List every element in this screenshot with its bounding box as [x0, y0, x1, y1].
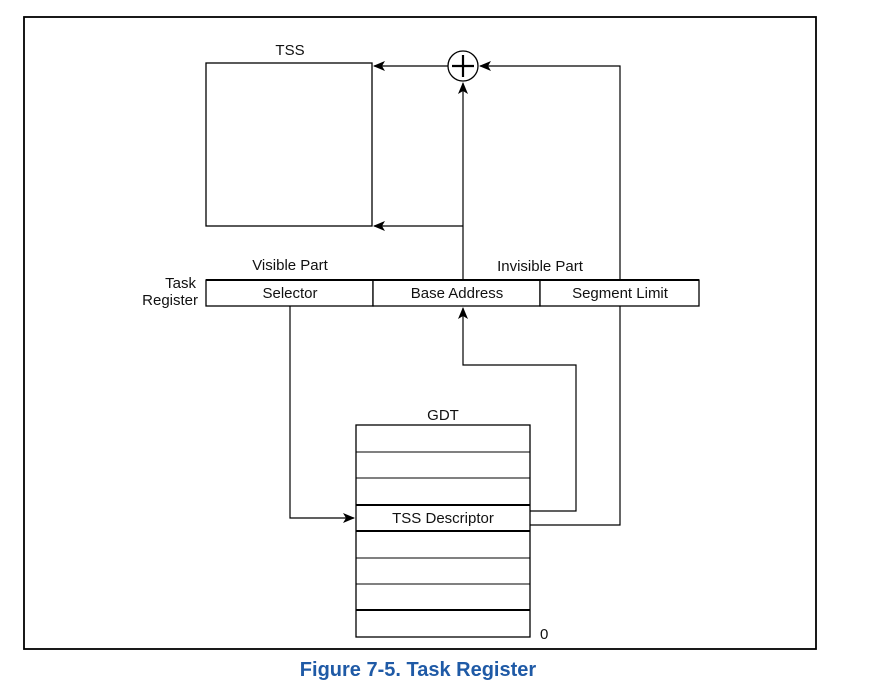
gdt-zero-label: 0	[540, 626, 548, 643]
descriptor-to-segment-limit-line	[530, 306, 621, 526]
descriptor-to-base-address-arrow	[458, 307, 577, 512]
task-label: Task	[165, 275, 196, 292]
gdt-table: TSS Descriptor	[355, 424, 531, 638]
gdt-label: GDT	[427, 407, 459, 424]
figure-frame	[23, 16, 817, 650]
base-address-label: Base Address	[411, 285, 504, 302]
selector-label: Selector	[262, 285, 317, 302]
invisible-part-label: Invisible Part	[497, 258, 584, 275]
tss-label: TSS	[275, 42, 304, 59]
segment-limit-label: Segment Limit	[572, 285, 669, 302]
register-label: Register	[142, 292, 198, 309]
tss-block	[205, 62, 373, 227]
adder-symbol	[447, 50, 479, 82]
figure-caption: Figure 7-5. Task Register	[300, 659, 537, 681]
visible-part-label: Visible Part	[252, 257, 328, 274]
segment-limit-to-adder-arrow	[479, 61, 621, 280]
selector-to-gdt-arrow	[289, 306, 355, 523]
task-register: Selector Base Address Segment Limit	[205, 279, 700, 307]
tss-descriptor-label: TSS Descriptor	[392, 510, 494, 527]
